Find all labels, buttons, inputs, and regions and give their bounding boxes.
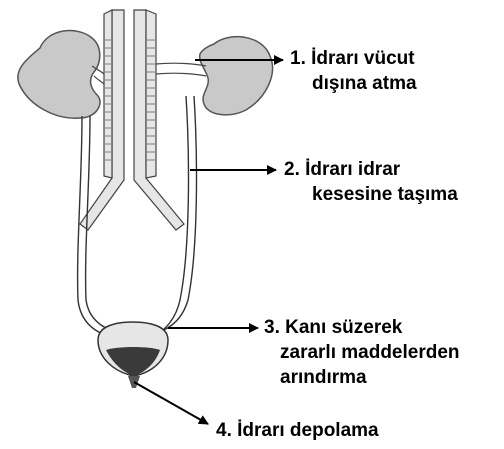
label-2-line-1: 2. İdrarı idrar — [284, 157, 458, 182]
label-2-line-2: kesesine taşıma — [284, 182, 458, 207]
arrow-4 — [134, 382, 208, 424]
label-1-line-2: dışına atma — [290, 71, 417, 96]
label-4-line-1: 4. İdrarı depolama — [216, 418, 379, 443]
label-1: 1. İdrarı vücut dışına atma — [290, 46, 417, 96]
label-2: 2. İdrarı idrar kesesine taşıma — [284, 157, 458, 207]
label-3: 3. Kanı süzerek zararlı maddelerden arın… — [264, 315, 460, 390]
label-3-line-2: zararlı maddelerden — [264, 340, 460, 365]
right-kidney — [200, 37, 273, 115]
label-3-line-1: 3. Kanı süzerek — [264, 315, 460, 340]
bladder-urine — [106, 347, 160, 376]
left-kidney — [18, 31, 100, 119]
label-3-line-3: arındırma — [264, 365, 460, 390]
label-1-line-1: 1. İdrarı vücut — [290, 46, 417, 71]
label-4: 4. İdrarı depolama — [216, 418, 379, 443]
